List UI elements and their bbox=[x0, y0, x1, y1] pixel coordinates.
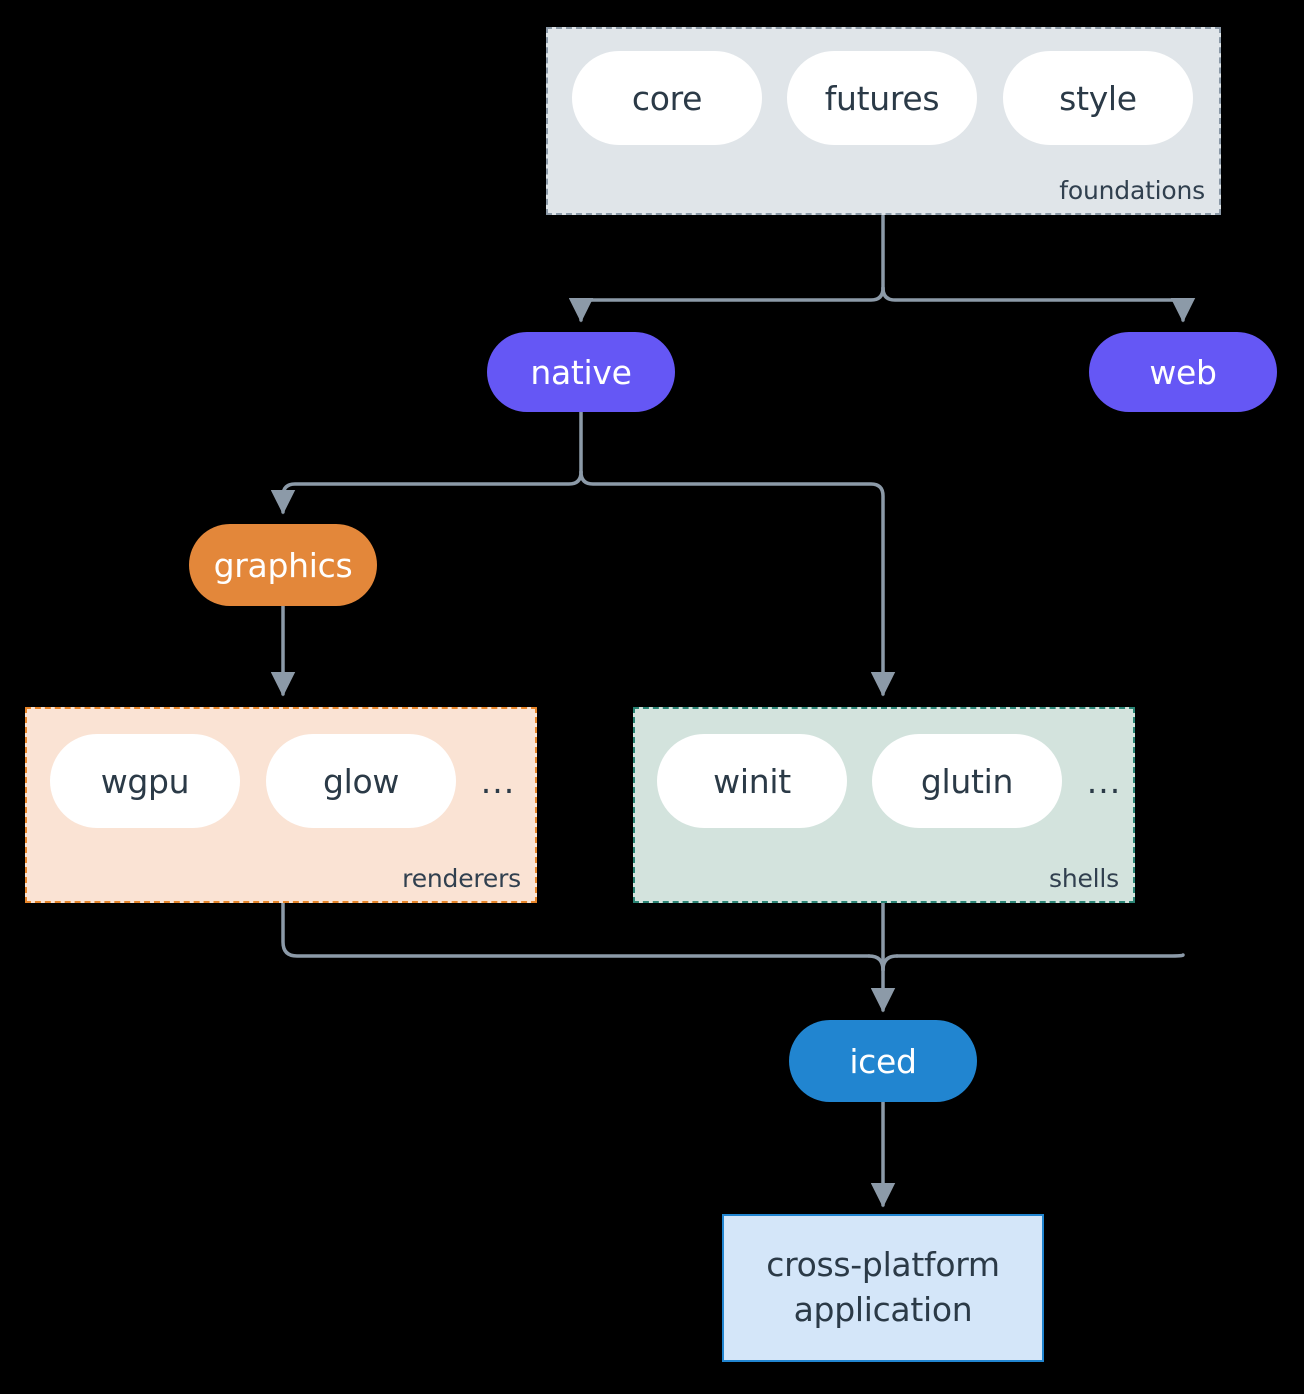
pill-glow[interactable]: glow bbox=[266, 734, 456, 828]
pill-glutin[interactable]: glutin bbox=[872, 734, 1062, 828]
pill-winit[interactable]: winit bbox=[657, 734, 847, 828]
cluster-shells-label: shells bbox=[1049, 864, 1119, 893]
pill-futures[interactable]: futures bbox=[787, 51, 977, 145]
pill-style[interactable]: style bbox=[1003, 51, 1193, 145]
pill-wgpu[interactable]: wgpu bbox=[50, 734, 240, 828]
node-iced-label: iced bbox=[849, 1041, 917, 1081]
application-line-1: cross-platform bbox=[766, 1245, 1000, 1285]
cluster-renderers-label: renderers bbox=[402, 864, 521, 893]
pill-glutin-label: glutin bbox=[920, 761, 1014, 801]
shells-ellipsis: ... bbox=[1086, 761, 1122, 801]
application-line-2: application bbox=[793, 1290, 973, 1329]
node-cross-platform-application[interactable]: cross-platform application bbox=[722, 1214, 1044, 1362]
pill-winit-label: winit bbox=[713, 761, 791, 801]
edge-merge-to-iced bbox=[281, 901, 1185, 1013]
pill-style-label: style bbox=[1059, 78, 1137, 118]
node-native-label: native bbox=[530, 352, 632, 392]
node-iced[interactable]: iced bbox=[789, 1020, 977, 1102]
edge-foundations-to-platforms bbox=[568, 214, 1196, 323]
cluster-foundations-label: foundations bbox=[1059, 176, 1205, 205]
node-graphics[interactable]: graphics bbox=[189, 524, 377, 606]
node-graphics-label: graphics bbox=[213, 545, 353, 585]
pill-core[interactable]: core bbox=[572, 51, 762, 145]
pill-core-label: core bbox=[631, 78, 703, 118]
renderers-ellipsis: ... bbox=[480, 761, 516, 801]
pill-futures-label: futures bbox=[824, 78, 940, 118]
node-web-label: web bbox=[1149, 352, 1217, 392]
node-native[interactable]: native bbox=[487, 332, 675, 412]
node-web[interactable]: web bbox=[1089, 332, 1277, 412]
pill-glow-label: glow bbox=[322, 761, 400, 801]
pill-wgpu-label: wgpu bbox=[100, 761, 190, 801]
